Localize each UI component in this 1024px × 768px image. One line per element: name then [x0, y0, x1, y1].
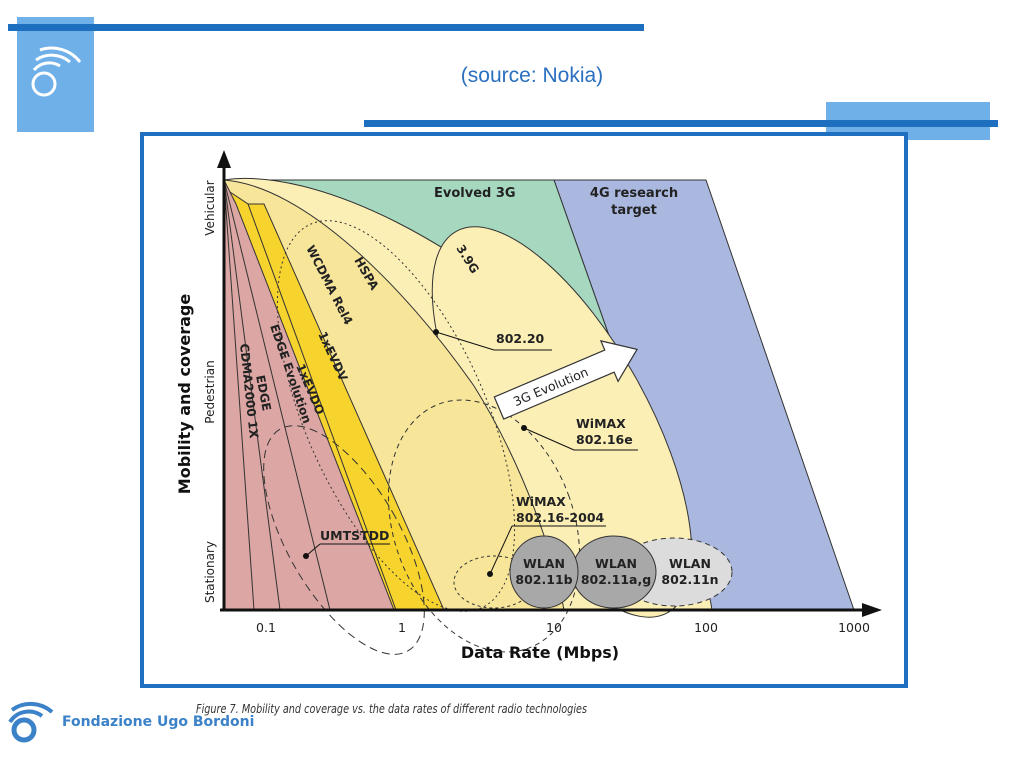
outline-umtstdd	[263, 425, 425, 655]
label-wlan-ag-2: 802.11a,g	[581, 572, 651, 587]
label-wlan-b-1: WLAN	[523, 556, 565, 571]
mid-bar	[364, 120, 998, 127]
line-cdma	[223, 179, 255, 611]
y-tick-vehicular: Vehicular	[203, 180, 217, 235]
y-tick-stationary: Stationary	[203, 541, 217, 603]
label-wlan-ag-1: WLAN	[595, 556, 637, 571]
region-wlan-b	[509, 535, 579, 609]
diagram-frame: 3G Evolution Evolved 3G 4G research targ…	[140, 132, 908, 688]
org-logo-icon	[8, 701, 54, 743]
label-wimax-2004-2: 802.16-2004	[516, 510, 605, 525]
line-edge-evolution	[223, 179, 331, 611]
label-umtstdd: UMTSTDD	[320, 528, 389, 543]
label-wlan-n-1: WLAN	[669, 556, 711, 571]
source-caption: (source: Nokia)	[460, 64, 604, 87]
mobility-vs-datarate-diagram: 3G Evolution Evolved 3G 4G research targ…	[175, 150, 882, 662]
top-left-square	[17, 17, 94, 132]
label-wlan-b-2: 802.11b	[515, 572, 572, 587]
outline-802-20	[276, 220, 516, 612]
y-axis-title: Mobility and coverage	[175, 294, 194, 495]
label-4g-research-2: target	[611, 203, 657, 218]
x-tick-0-1: 0.1	[256, 620, 276, 635]
x-tick-1: 1	[398, 620, 406, 635]
figure-caption: Figure 7. Mobility and coverage vs. the …	[196, 701, 588, 716]
top-bar	[8, 24, 644, 31]
label-evolved-3g: Evolved 3G	[434, 186, 516, 201]
x-axis-arrow-icon	[862, 603, 882, 617]
label-wlan-n-2: 802.11n	[661, 572, 718, 587]
x-axis-title: Data Rate (Mbps)	[461, 643, 619, 662]
outline-wimax-16e	[387, 399, 581, 653]
label-wimax-16e-2: 802.16e	[576, 432, 633, 447]
organization-name: Fondazione Ugo Bordoni	[62, 714, 255, 730]
x-tick-10: 10	[546, 620, 562, 635]
label-802-20: 802.20	[496, 331, 545, 346]
y-axis-arrow-icon	[217, 150, 231, 168]
leader-wimax-16e	[523, 427, 575, 451]
label-wimax-16e-1: WiMAX	[576, 416, 626, 431]
leader-wimax-2004	[489, 525, 513, 575]
leader-umtstdd	[305, 543, 321, 557]
logo-icon	[31, 46, 82, 97]
y-tick-pedestrian: Pedestrian	[203, 360, 217, 423]
label-edge: EDGE	[253, 374, 274, 412]
line-edge	[223, 179, 281, 611]
label-wimax-2004-1: WiMAX	[516, 494, 566, 509]
x-tick-1000: 1000	[838, 620, 870, 635]
label-4g-research-1: 4G research	[590, 186, 678, 201]
leader-802-20	[435, 331, 495, 351]
x-tick-100: 100	[694, 620, 718, 635]
